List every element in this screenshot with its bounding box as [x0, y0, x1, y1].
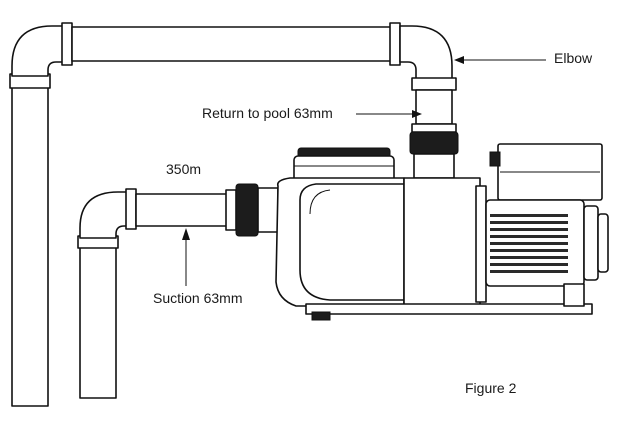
suction-arrowhead	[182, 228, 190, 240]
controller-cable-gland	[489, 151, 501, 167]
top-horizontal-pipe	[71, 26, 393, 62]
elbow-label: Elbow	[554, 50, 593, 66]
motor-cooling-fins	[490, 214, 568, 273]
top-left-elbow	[11, 25, 67, 77]
motor-fan-cover	[597, 213, 609, 273]
suction-union-ring	[225, 189, 237, 231]
return-union-body	[413, 153, 455, 179]
suction-pipe	[77, 183, 279, 399]
pump-flange	[475, 185, 487, 303]
suction-label: Suction 63mm	[153, 290, 243, 306]
top-left-elbow-collar	[61, 22, 73, 66]
top-right-elbow	[399, 25, 453, 81]
strainer-front-panel	[299, 183, 405, 301]
return-to-pool-label: Return to pool 63mm	[202, 105, 333, 121]
suction-union-body	[257, 187, 279, 233]
pump-base	[305, 303, 593, 315]
pump-body	[403, 177, 481, 307]
elbow-lower-collar	[411, 77, 457, 91]
return-union-top	[411, 123, 457, 133]
suction-vertical-pipe	[79, 245, 117, 399]
return-pipe	[9, 22, 459, 407]
top-right-elbow-collar	[389, 22, 401, 66]
motor-end-cap	[583, 205, 599, 281]
pump-foot-left	[311, 311, 331, 321]
leader-lines	[182, 56, 546, 286]
suction-horizontal-pipe	[135, 193, 229, 227]
pool-pump	[275, 143, 609, 321]
suction-union-nut	[235, 183, 259, 237]
left-vertical-pipe	[11, 83, 49, 407]
elbow-arrowhead	[454, 56, 464, 64]
distance-label: 350m	[166, 161, 202, 177]
pump-foot-right	[563, 283, 585, 307]
return-drop-pipe	[415, 89, 453, 125]
return-union-nut	[409, 131, 459, 155]
suction-elbow-collar	[125, 188, 137, 230]
figure-caption: Figure 2	[465, 380, 517, 396]
suction-elbow	[79, 191, 129, 239]
return-arrowhead	[412, 110, 422, 118]
